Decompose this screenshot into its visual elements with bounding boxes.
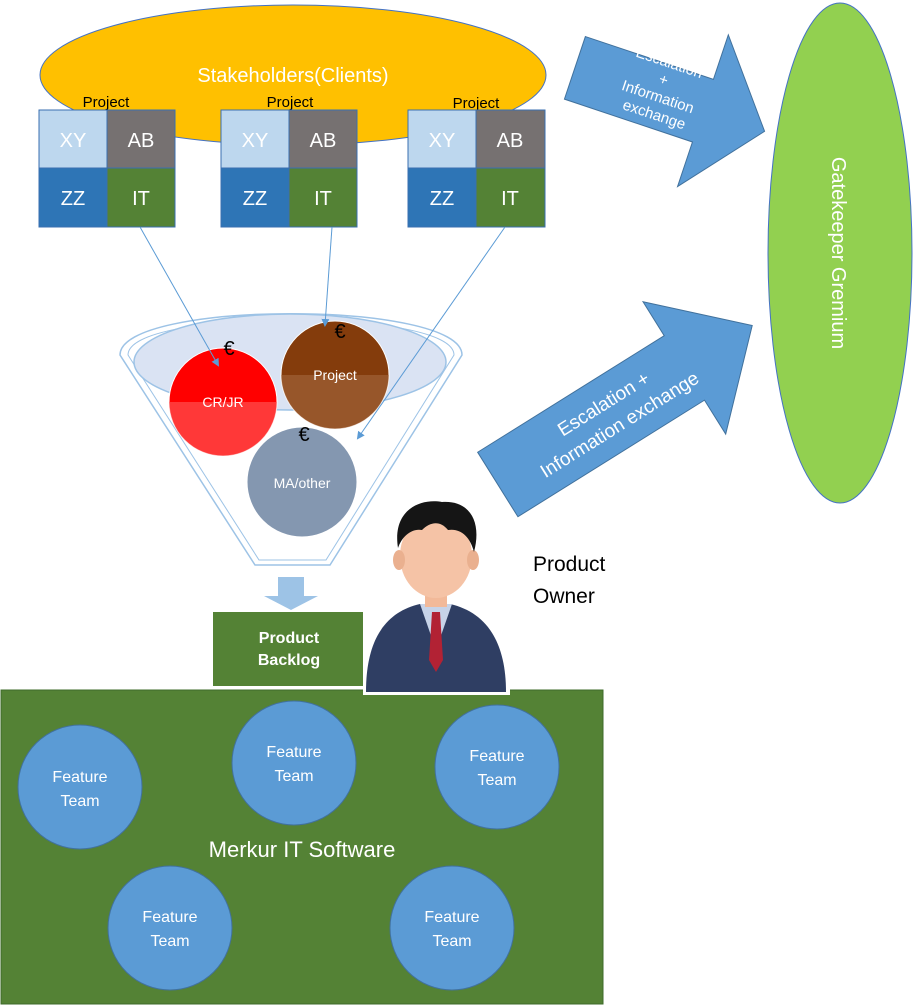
- product-backlog-box: Product Backlog: [213, 612, 363, 686]
- project-3-cell-xy: XY: [429, 130, 456, 152]
- project-3-cell-zz: ZZ: [430, 188, 454, 210]
- maother-circle: MA/other €: [246, 424, 358, 538]
- project-3-cell-ab: AB: [497, 130, 524, 152]
- gatekeeper-ellipse: Gatekeeper Gremium: [767, 2, 913, 504]
- feature-team-5-line-1: Feature: [424, 909, 479, 926]
- backlog-line-2: Backlog: [258, 652, 320, 669]
- maother-label: MA/other: [274, 475, 331, 491]
- project-block-1: Project XY AB ZZ IT: [38, 94, 176, 228]
- crjr-label: CR/JR: [202, 394, 243, 410]
- escalation-arrow-top: Escalation + Information exchange: [563, 33, 766, 188]
- project-title-3: Project: [453, 95, 501, 112]
- feature-team-3: Feature Team: [434, 704, 560, 830]
- feature-team-2-line-2: Team: [274, 768, 313, 785]
- project-circle: Project €: [280, 320, 390, 430]
- project-1-cell-it: IT: [132, 188, 150, 210]
- crjr-circle: CR/JR €: [168, 338, 278, 457]
- project-1-cell-zz: ZZ: [61, 188, 85, 210]
- feature-team-1-line-1: Feature: [52, 769, 107, 786]
- project-2-cell-ab: AB: [310, 130, 337, 152]
- project-2-cell-it: IT: [314, 188, 332, 210]
- feature-team-4: Feature Team: [107, 865, 233, 991]
- escalation-arrow-bottom: Escalation + Information exchange: [476, 301, 753, 518]
- product-owner-avatar-icon: [363, 501, 510, 695]
- backlog-line-1: Product: [259, 630, 320, 647]
- project-block-2: Project XY AB ZZ IT: [220, 94, 358, 228]
- feature-team-3-line-1: Feature: [469, 748, 524, 765]
- maother-euro-icon: €: [298, 424, 309, 446]
- project-2-cell-zz: ZZ: [243, 188, 267, 210]
- feature-team-3-line-2: Team: [477, 772, 516, 789]
- feature-team-1: Feature Team: [17, 724, 143, 850]
- feature-team-4-line-2: Team: [150, 933, 189, 950]
- backlog-down-arrow: [264, 577, 318, 610]
- feature-team-5: Feature Team: [389, 865, 515, 991]
- feature-team-2: Feature Team: [231, 700, 357, 826]
- product-owner-line-1: Product: [533, 553, 606, 576]
- feature-team-1-line-2: Team: [60, 793, 99, 810]
- product-owner-line-2: Owner: [533, 585, 595, 608]
- software-label: Merkur IT Software: [209, 837, 396, 862]
- project-1-cell-ab: AB: [128, 130, 155, 152]
- stakeholders-label: Stakeholders(Clients): [197, 65, 388, 87]
- project-1-cell-xy: XY: [60, 130, 87, 152]
- feature-team-4-line-1: Feature: [142, 909, 197, 926]
- gatekeeper-label: Gatekeeper Gremium: [827, 157, 849, 349]
- crjr-euro-icon: €: [223, 338, 234, 360]
- project-circle-label: Project: [313, 367, 357, 383]
- connector-lines: [139, 226, 506, 440]
- project-3-cell-it: IT: [501, 188, 519, 210]
- project-2-cell-xy: XY: [242, 130, 269, 152]
- project-title-2: Project: [267, 94, 315, 111]
- project-title-1: Project: [83, 94, 131, 111]
- feature-team-5-line-2: Team: [432, 933, 471, 950]
- feature-team-2-line-1: Feature: [266, 744, 321, 761]
- project-block-3: Project XY AB ZZ IT: [407, 95, 546, 228]
- project-euro-icon: €: [334, 321, 345, 343]
